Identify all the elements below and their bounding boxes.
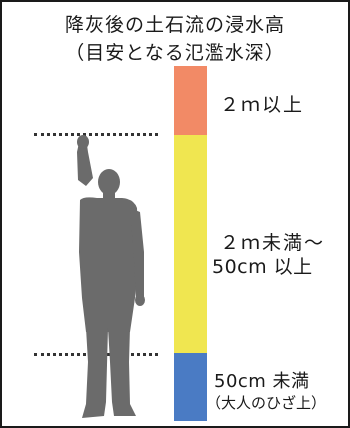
level-label-middle-2: 50cm 以上 bbox=[212, 256, 313, 278]
level-bar-middle bbox=[174, 135, 207, 353]
title-line-1: 降灰後の土石流の浸水高 bbox=[64, 14, 285, 36]
level-label-low-2: （大人のひざ上） bbox=[206, 394, 327, 412]
person-silhouette-icon bbox=[77, 135, 145, 418]
dotted-line-upper bbox=[34, 133, 158, 136]
level-label-middle-1: ２ｍ未満〜 bbox=[220, 232, 326, 254]
level-label-low-1: 50cm 未満 bbox=[214, 371, 310, 392]
title-line-2: （目安となる氾濫水深） bbox=[65, 42, 285, 64]
level-bar-low bbox=[174, 353, 207, 421]
level-bar-high bbox=[174, 66, 207, 135]
level-label-high: ２ｍ以上 bbox=[220, 94, 305, 116]
